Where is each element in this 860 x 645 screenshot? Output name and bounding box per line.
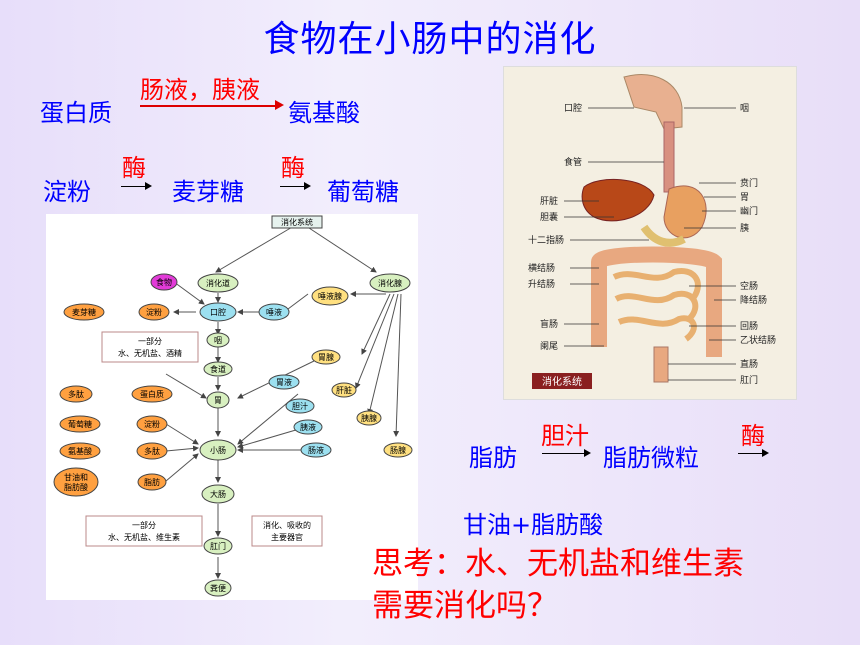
anatomy-left-1: 食管 [564,156,582,168]
glycerol-fatty-acid-label: 甘油+脂肪酸 [463,511,604,539]
think-line2: 需要消化吗？ [372,588,558,624]
node-pancreatic-juice: 胰液 [300,422,316,432]
anatomy-left-0: 口腔 [564,102,582,114]
node-peptide2: 多肽 [144,446,160,456]
anatomy-svg: 消化系统 口腔 食管 肝脏 胆囊 十二指肠 横结肠 升结肠 盲肠 阑尾 咽 贲门… [528,74,776,389]
starch-arrow1-head [145,182,152,190]
anatomy-right-10: 肛门 [740,374,758,386]
fat-label: 脂肪 [469,444,517,472]
node-starch: 淀粉 [144,419,160,429]
think-question: 思考：水、无机盐和维生素 需要消化吗？ [372,543,744,627]
flowchart-svg: 消化系统 消化道 消化腺 食物 口腔 唾液 唾液腺 淀粉 麦芽糖 咽 一部分 水… [53,215,413,597]
anatomy-right-2: 胃 [740,192,749,203]
fat-arrow1-head [584,449,591,457]
fat-particle-label: 脂肪微粒 [603,444,699,472]
node-bile: 胆汁 [292,401,308,411]
node-small-intestine: 小肠 [210,446,226,455]
node-fat: 脂肪 [144,477,160,487]
starch-enzyme1-label: 酶 [122,154,146,182]
glucose-label: 葡萄糖 [327,178,399,206]
node-intestinal-juice: 肠液 [308,445,324,455]
node-large-intestine: 大肠 [210,489,226,499]
node-saliva: 唾液 [266,307,282,317]
protein-enzyme-label: 肠液，胰液 [140,76,260,104]
node-pharynx: 咽 [214,336,222,345]
amino-acid-label: 氨基酸 [288,99,360,127]
node-gastric-gland: 胃腺 [318,352,334,362]
node-food: 食物 [156,277,172,287]
starch-arrow2-head [304,182,311,190]
node-feces: 粪便 [210,583,226,593]
anatomy-right-1: 贲门 [740,177,758,189]
protein-arrow-head [275,100,284,110]
node-glycerol-2: 脂肪酸 [64,482,88,492]
node-amino-acid: 氨基酸 [68,446,92,456]
node-gastric-juice: 胃液 [276,377,292,387]
starch-arrow1 [121,186,147,187]
anatomy-right-0: 咽 [740,103,749,114]
node-starch-top: 淀粉 [146,307,162,317]
protein-label: 蛋白质 [40,99,112,127]
node-root: 消化系统 [281,217,313,227]
protein-arrow [140,105,277,107]
node-maltose: 麦芽糖 [72,307,96,317]
node-peptide: 多肽 [68,389,84,399]
starch-enzyme2-label: 酶 [281,154,305,182]
anatomy-right-8: 乙状结肠 [740,334,776,346]
fat-arrow2-head [762,449,769,457]
maltose-label: 麦芽糖 [172,178,244,206]
anatomy-left-3: 胆囊 [540,211,558,223]
starch-arrow2 [280,186,306,187]
box1-line1: 一部分 [138,336,162,346]
box2-line2: 水、无机盐、维生素 [108,532,180,542]
node-mouth: 口腔 [210,307,226,317]
digestive-flowchart: 消化系统 消化道 消化腺 食物 口腔 唾液 唾液腺 淀粉 麦芽糖 咽 一部分 水… [46,214,418,600]
anatomy-right-4: 胰 [740,222,749,234]
anatomy-left-5: 横结肠 [528,262,555,274]
anatomy-right-9: 直肠 [740,358,758,370]
box1-line2: 水、无机盐、酒精 [118,348,182,358]
node-protein: 蛋白质 [140,389,164,399]
anatomy-right-3: 幽门 [740,205,758,217]
anatomy-caption: 消化系统 [542,375,582,388]
think-line1: 思考：水、无机盐和维生素 [372,546,744,582]
node-pancreas: 胰腺 [361,413,377,423]
anatomy-left-4: 十二指肠 [528,234,564,246]
digestive-anatomy-image: 消化系统 口腔 食管 肝脏 胆囊 十二指肠 横结肠 升结肠 盲肠 阑尾 咽 贲门… [503,66,797,400]
anatomy-right-5: 空肠 [740,280,758,292]
fat-enzyme-label: 酶 [741,422,765,450]
anatomy-left-2: 肝脏 [540,195,558,207]
box2-line1: 一部分 [132,520,156,530]
anatomy-left-7: 盲肠 [540,318,558,330]
bile-label: 胆汁 [541,422,589,450]
node-stomach: 胃 [214,396,222,405]
box3-line2: 主要器官 [271,532,303,542]
page-title: 食物在小肠中的消化 [263,19,597,60]
fat-arrow2 [738,453,764,454]
anatomy-left-6: 升结肠 [528,278,555,290]
starch-label: 淀粉 [43,178,91,206]
node-liver: 肝脏 [336,385,352,395]
anatomy-right-7: 回肠 [740,321,758,332]
box3-line1: 消化、吸收的 [263,520,311,530]
anatomy-right-6: 降结肠 [740,294,767,306]
node-intestinal-gland: 肠腺 [390,445,406,455]
node-glands: 消化腺 [378,278,402,288]
anatomy-left-8: 阑尾 [540,340,558,352]
node-tract: 消化道 [206,278,230,288]
node-esophagus: 食道 [210,364,226,374]
node-glycerol-1: 甘油和 [64,472,88,482]
node-saliva-gland: 唾液腺 [318,291,342,301]
node-glucose: 葡萄糖 [68,419,92,429]
fat-arrow1 [542,453,586,454]
node-anus: 肛门 [210,541,226,551]
